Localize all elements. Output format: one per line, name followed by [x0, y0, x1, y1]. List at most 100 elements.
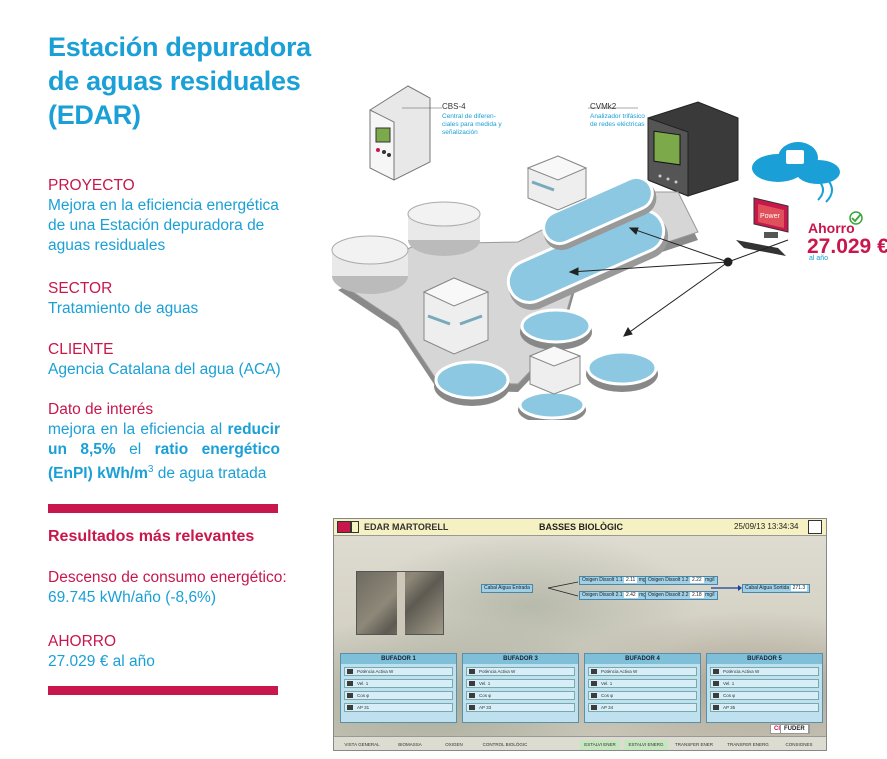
title-line-1: Estación depuradora [48, 32, 311, 62]
scada-blower-5[interactable]: BUFADOR 5 Potència Activa W Vel. 1 Cos φ… [706, 653, 823, 723]
key-fact-line-2: un 8,5% el ratio energético [48, 440, 280, 460]
outflow-value: 271.3 [790, 585, 808, 591]
connection-arrows [568, 227, 789, 337]
diagram-savings-period: al año [809, 255, 829, 262]
nav-consignes[interactable]: CONSIGNES [785, 742, 813, 747]
blower-1-cosphi: Cos φ [344, 691, 453, 700]
blower-3-speed: Vel. 1 [466, 679, 575, 688]
nav-estalvi-2[interactable]: ESTALVI ENERG [624, 740, 668, 750]
key-fact-label: Dato de interés [48, 401, 154, 418]
key-fact-bold-1: reducir [227, 421, 280, 438]
cvmk2-desc-2: de redes eléctricas [590, 121, 645, 128]
key-fact-text-2: el [115, 441, 155, 458]
key-fact-superscript: 3 [147, 464, 154, 475]
key-fact-bold-4: (EnPI) kWh/m [48, 465, 148, 483]
nav-transfer-2[interactable]: TRANSFER ENERG [727, 742, 769, 747]
o2-2-label: Oxigen Dissolt 1.2 [648, 577, 689, 583]
nav-oxigen[interactable]: OXIGEN [445, 742, 463, 747]
plant-illustration: Power [331, 85, 863, 424]
cbs4-device-icon [369, 85, 442, 181]
scada-background: Cabal Aigua Entrada Oxigen Dissolt 1.1 2… [334, 536, 826, 736]
o2-3-unit: mg/l [639, 592, 649, 598]
scada-back-icon[interactable] [808, 520, 822, 534]
cvmk2-description: Analizador trifásico de redes eléctricas [590, 113, 645, 129]
o2-3-label: Oxigen Dissolt 2.1 [582, 592, 623, 598]
sector-section: SECTOR Tratamiento de aguas [48, 279, 288, 319]
cbs4-description: Central de diferen- ciales para medida y… [442, 113, 502, 137]
divider-bottom [48, 686, 278, 695]
project-line-1: Mejora en la eficiencia energética [48, 197, 279, 214]
monitor-brand-text: Power [760, 213, 781, 220]
savings-section: AHORRO 27.029 € al año [48, 632, 288, 672]
sector-value: Tratamiento de aguas [48, 300, 199, 317]
blower-4-ap: AP 34 [588, 703, 697, 712]
title-line-2: de aguas residuales [48, 66, 301, 96]
nav-vista-general[interactable]: VISTA GENERAL [344, 742, 380, 747]
savings-value: 27.029 € al año [48, 653, 155, 670]
computer-icon: Power [736, 197, 789, 256]
scada-photo [356, 571, 444, 636]
o2-4-unit: mg/l [705, 592, 715, 598]
client-section: CLIENTE Agencia Catalana del agua (ACA) [48, 340, 288, 380]
plant-base [331, 155, 699, 424]
blower-5-power: Potència Activa W [710, 667, 819, 676]
consumption-label: Descenso de consumo energético: [48, 569, 287, 586]
o2-1-unit: mg/l [638, 577, 649, 583]
sector-label: SECTOR [48, 280, 113, 297]
blower-3-title: BUFADOR 3 [463, 654, 578, 664]
diagram-savings-label: Ahorro [808, 220, 855, 236]
nav-control-biologic[interactable]: CONTROL BIOLÒGIC [482, 742, 528, 747]
blower-5-speed: Vel. 1 [710, 679, 819, 688]
check-icon [849, 211, 863, 225]
blower-5-title: BUFADOR 5 [707, 654, 822, 664]
page-title: Estación depuradora de aguas residuales … [48, 30, 328, 132]
o2-2-unit: mg/l [705, 577, 715, 583]
scada-blower-3[interactable]: BUFADOR 3 Potència Activa W Vel. 1 Cos φ… [462, 653, 579, 723]
o2-4-label: Oxigen Dissolt 2.2 [648, 592, 689, 598]
scada-inflow[interactable]: Cabal Aigua Entrada [481, 584, 533, 593]
nav-transfer-1[interactable]: TRANSFER ENER [674, 742, 713, 747]
blower-4-title: BUFADOR 4 [585, 654, 700, 664]
blower-5-ap: AP 35 [710, 703, 819, 712]
cbs4-desc-1: Central de diferen- [442, 113, 496, 120]
cbs4-desc-3: señalización [442, 129, 478, 136]
blower-3-power: Potència Activa W [466, 667, 575, 676]
key-fact-bold-2: un 8,5% [48, 441, 116, 458]
blower-4-cosphi: Cos φ [588, 691, 697, 700]
diagram-savings-value: 27.029 € [807, 235, 887, 258]
divider-top [48, 504, 278, 513]
cvmk2-desc-1: Analizador trifásico [590, 113, 645, 120]
scada-datetime: 25/09/13 13:34:34 [734, 522, 799, 531]
building-bottom [528, 345, 582, 395]
cvmk2-label: CVMk2 [590, 102, 617, 111]
scada-o2-2[interactable]: Oxigen Dissolt 1.2 2.22 mg/l [645, 576, 718, 585]
consumption-section: Descenso de consumo energético: 69.745 k… [48, 568, 288, 608]
outflow-label: Cabal Aigua Sortida [745, 585, 790, 591]
scada-blower-1[interactable]: BUFADOR 1 Potència Activa W Vel. 1 Cos φ… [340, 653, 457, 723]
blower-5-cosphi: Cos φ [710, 691, 819, 700]
scada-outflow[interactable]: Cabal Aigua Sortida 271.3 [742, 584, 811, 593]
scada-plant-name: EDAR MARTORELL [364, 522, 449, 532]
scada-footer-nav: VISTA GENERAL BIOMASSA OXIGEN CONTROL BI… [334, 736, 826, 750]
blower-3-ap: AP 33 [466, 703, 575, 712]
nav-biomassa[interactable]: BIOMASSA [398, 742, 422, 747]
o2-1-label: Oxigen Dissolt 1.1 [582, 577, 623, 583]
scada-blower-4[interactable]: BUFADOR 4 Potència Activa W Vel. 1 Cos φ… [584, 653, 701, 723]
cloud-icon [752, 142, 840, 203]
plant-diagram: Power [318, 80, 887, 424]
cvmk2-device-icon [588, 101, 739, 197]
scada-o2-4[interactable]: Oxigen Dissolt 2.2 2.18 mg/l [645, 591, 718, 600]
blower-1-title: BUFADOR 1 [341, 654, 456, 664]
nav-estalvi-1[interactable]: ESTALVI ENER [580, 740, 620, 750]
inflow-label: Cabal Aigua Entrada [484, 585, 530, 591]
key-fact-section: Dato de interés mejora en la eficiencia … [48, 400, 280, 484]
consumption-value: 69.745 kWh/año (-8,6%) [48, 589, 217, 606]
building-top [526, 155, 588, 211]
scada-screenshot: EDAR MARTORELL BASSES BIOLÒGIC 25/09/13 … [333, 518, 827, 751]
project-line-3: aguas residuales [48, 237, 166, 254]
blower-1-power: Potència Activa W [344, 667, 453, 676]
scada-logo-secondary-icon [351, 521, 359, 533]
key-fact-text: mejora en la eficiencia al reducir un 8,… [48, 420, 280, 484]
project-label: PROYECTO [48, 177, 135, 194]
o2-2-value: 2.22 [689, 577, 704, 583]
